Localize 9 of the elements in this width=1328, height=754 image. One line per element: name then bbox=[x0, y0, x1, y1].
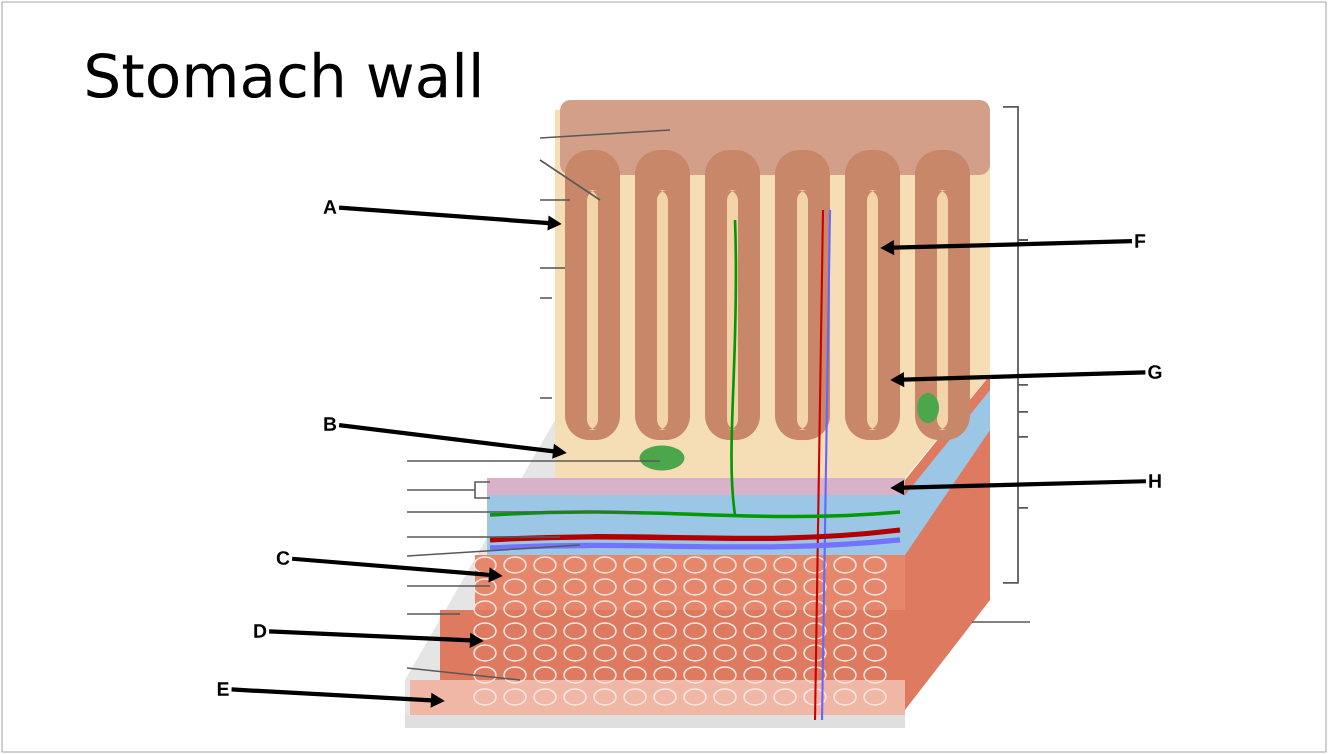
label-letter: A bbox=[323, 200, 337, 214]
label-letter: D bbox=[254, 624, 267, 638]
label-letter: H bbox=[1149, 474, 1161, 488]
label-letter: G bbox=[1148, 365, 1162, 379]
label-letter: C bbox=[276, 551, 290, 565]
label-letter: F bbox=[1135, 234, 1146, 248]
slide-title: Stomach wall bbox=[87, 51, 479, 99]
label-letter: E bbox=[217, 682, 229, 696]
label-letter: B bbox=[324, 417, 337, 431]
